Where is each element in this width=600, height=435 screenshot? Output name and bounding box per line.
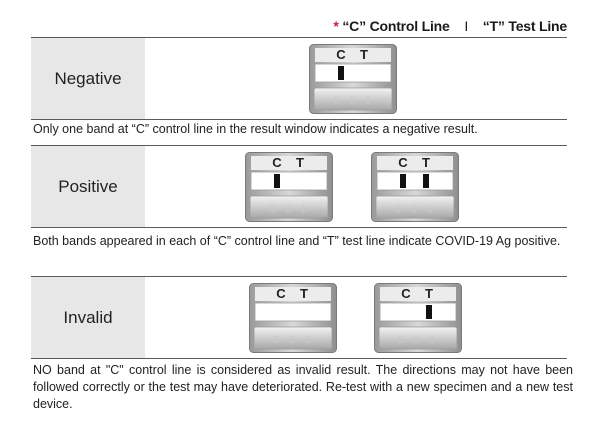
cassette-t-label: T <box>296 155 304 170</box>
row-label-negative: Negative <box>31 38 145 119</box>
cassette-label-area <box>380 287 456 301</box>
legend-star: * <box>333 18 339 34</box>
result-window <box>379 302 457 322</box>
cassette-t-label: T <box>360 47 368 62</box>
control-band <box>274 174 280 188</box>
cassette-handle <box>378 326 458 350</box>
cassette-label-area <box>251 156 327 170</box>
control-band <box>338 66 344 80</box>
result-window <box>376 171 454 191</box>
legend-control-line: “C” Control Line <box>342 18 450 34</box>
cassette-bottom-label: C 2 1 <box>268 203 309 215</box>
cassette-t-label: T <box>425 286 433 301</box>
cassette-c-label: C <box>336 47 346 62</box>
legend: * “C” Control Line I “T” Test Line <box>333 18 567 34</box>
description-positive: Both bands appeared in each of “C” contr… <box>33 234 561 248</box>
row-label-positive: Positive <box>31 146 145 227</box>
cassette-handle <box>253 326 333 350</box>
cassette-c-label: C <box>401 286 411 301</box>
cassette-handle <box>313 87 393 111</box>
cassette-label-area <box>315 48 391 62</box>
cassette-c-label: C <box>276 286 286 301</box>
cassette-c-label: C <box>272 155 282 170</box>
result-window <box>314 63 392 83</box>
row-label-invalid: Invalid <box>31 277 145 358</box>
cassette-c-label: C <box>398 155 408 170</box>
cassette-bottom-label: C 2 1 <box>397 334 438 346</box>
test-band <box>423 174 429 188</box>
cassette-label-area <box>377 156 453 170</box>
cassette-handle <box>375 195 455 219</box>
description-invalid: NO band at "C" control line is considere… <box>33 363 573 411</box>
cassette-bottom-label: C 2 1 <box>332 95 373 107</box>
control-band <box>400 174 406 188</box>
cassette-bottom-label: C 2 1 <box>272 334 313 346</box>
description-negative: Only one band at “C” control line in the… <box>33 122 478 136</box>
result-window <box>250 171 328 191</box>
cassette-bottom-label: C 2 1 <box>394 203 435 215</box>
cassette-label-area <box>255 287 331 301</box>
legend-test-line: “T” Test Line <box>482 18 567 34</box>
legend-separator: I <box>464 18 469 34</box>
result-window <box>254 302 332 322</box>
test-band <box>426 305 432 319</box>
cassette-handle <box>249 195 329 219</box>
cassette-t-label: T <box>422 155 430 170</box>
cassette-t-label: T <box>300 286 308 301</box>
